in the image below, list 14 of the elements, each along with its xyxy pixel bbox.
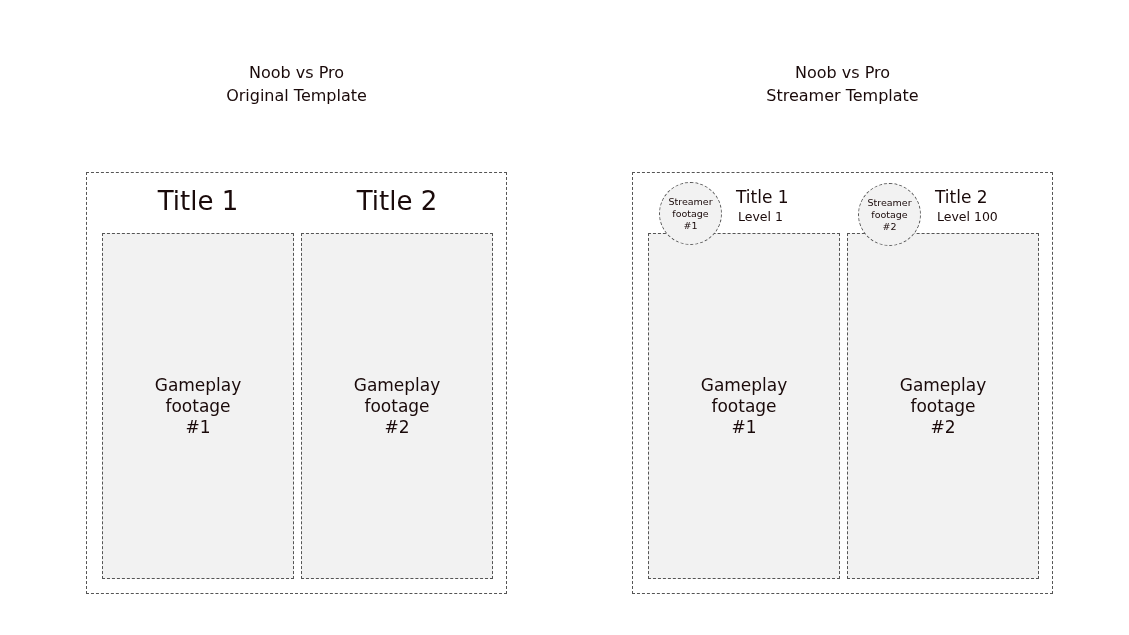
gameplay-panel: Gameplay footage #2 [847, 233, 1039, 579]
template-heading: Noob vs Pro Streamer Template [765, 62, 920, 107]
level-label: Level 100 [937, 209, 998, 224]
gameplay-panel: Gameplay footage #2 [301, 233, 493, 579]
column-title: Title 2 [935, 187, 988, 208]
column-title: Title 1 [736, 187, 789, 208]
streamer-circle: Streamer footage #1 [659, 182, 722, 245]
column-title: Title 2 [356, 186, 438, 218]
gameplay-panel: Gameplay footage #1 [648, 233, 840, 579]
level-label: Level 1 [738, 209, 783, 224]
column-title: Title 1 [157, 186, 239, 218]
streamer-circle: Streamer footage #2 [858, 183, 921, 246]
gameplay-panel: Gameplay footage #1 [102, 233, 294, 579]
template-heading: Noob vs Pro Original Template [225, 62, 368, 107]
